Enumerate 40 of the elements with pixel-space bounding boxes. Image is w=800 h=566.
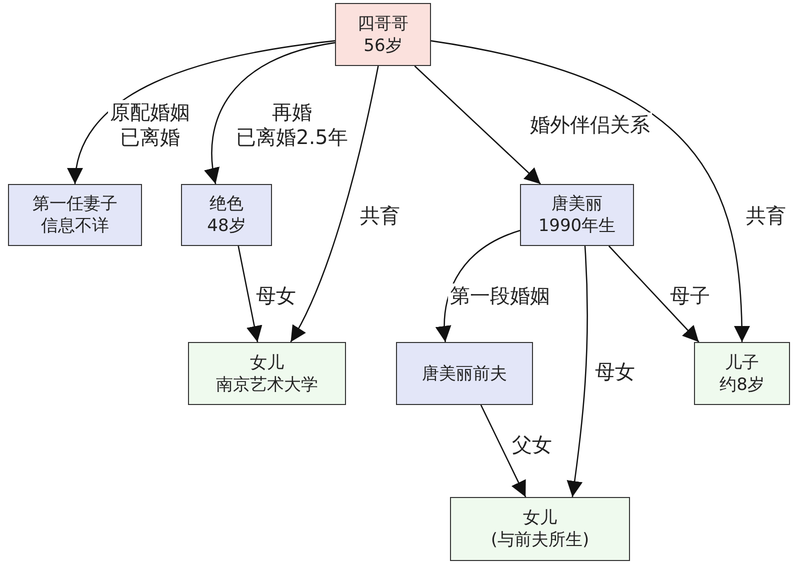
edge-label: 母女: [593, 360, 637, 384]
person-text: 女儿: [250, 352, 284, 374]
person-text: 儿子: [725, 352, 759, 374]
arrow: [566, 246, 588, 498]
person-box: [694, 342, 790, 405]
person-text: 绝色: [210, 193, 244, 215]
edge-label: 母子: [668, 284, 712, 308]
person-text: 唐美丽前夫: [422, 362, 507, 384]
arrow: [480, 404, 526, 498]
person-box: [450, 497, 630, 561]
person-text: 南京艺术大学: [216, 374, 318, 396]
person-text: 约8岁: [720, 374, 764, 396]
arrow: [68, 40, 336, 184]
person-box: [181, 184, 272, 246]
edge-label: 婚外伴侣关系: [528, 112, 652, 138]
arrow: [608, 246, 700, 342]
person-box: [396, 342, 533, 405]
edge-label: 父女: [510, 432, 554, 458]
person-text: 唐美丽: [552, 193, 602, 215]
edge-label: 共育: [358, 204, 402, 228]
edge-label: 共育: [744, 204, 788, 228]
edge-label: 母女: [254, 284, 298, 308]
arrow: [414, 66, 541, 184]
arrow: [238, 246, 262, 342]
person-box: [335, 3, 431, 66]
arrow: [290, 66, 379, 342]
person-text: 女儿: [523, 507, 557, 529]
arrow: [430, 40, 750, 342]
person-text: 48岁: [207, 215, 246, 237]
person-text: 第一任妻子: [32, 193, 118, 215]
person-text: 1990年生: [538, 215, 616, 237]
person-box: [188, 342, 346, 405]
person-text: (与前夫所生): [490, 529, 590, 551]
person-box: [8, 184, 142, 246]
person-text: 信息不详: [41, 215, 109, 237]
arrow: [204, 42, 336, 184]
person-text: 56岁: [364, 34, 402, 56]
person-box: [520, 184, 634, 246]
person-text: 四哥哥: [358, 12, 408, 34]
arrow: [436, 230, 520, 342]
